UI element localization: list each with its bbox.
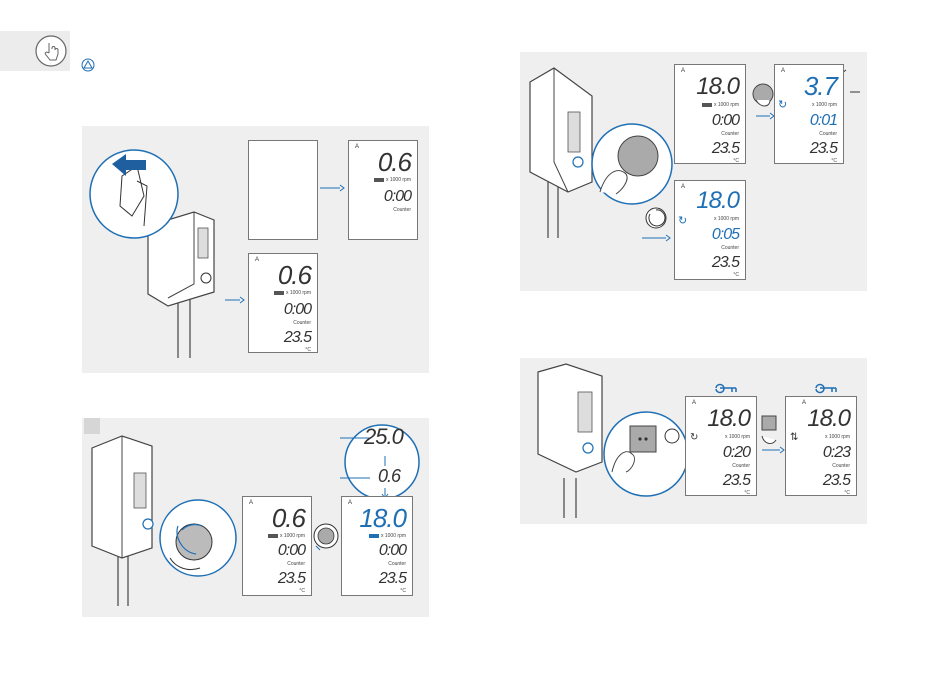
- speed-value: 18.0: [696, 73, 740, 100]
- temp-value: 23.5: [283, 329, 312, 346]
- temp-value: 23.5: [277, 570, 306, 587]
- device-illustration: [89, 149, 345, 358]
- lcd-display: A 18.0 x 1000 rpm 0:20 Counter 23.5 °C: [685, 396, 757, 496]
- rotate-icon: ↻: [778, 99, 788, 111]
- speed-value: 0.6: [271, 503, 306, 533]
- rpm-unit: x 1000 rpm: [713, 102, 739, 108]
- speed-value: 0.6: [277, 260, 312, 290]
- counter-label: Counter: [388, 561, 406, 567]
- lcd-a-label: A: [681, 68, 686, 74]
- counter-label: Counter: [721, 245, 739, 251]
- counter-value: 0:23: [822, 444, 851, 461]
- temp-unit: °C: [400, 588, 406, 594]
- lcd-a-label: A: [255, 257, 260, 263]
- counter-value: 0:00: [283, 301, 312, 318]
- counter-value: 0:00: [378, 542, 407, 559]
- speed-value: 18.0: [807, 405, 851, 432]
- rpm-unit: x 1000 rpm: [724, 434, 750, 440]
- counter-value: 0:01: [809, 112, 838, 129]
- speed-value: 18.0: [707, 405, 751, 432]
- temp-value: 23.5: [711, 140, 740, 157]
- temp-unit: °C: [831, 158, 837, 164]
- temp-unit: °C: [844, 490, 850, 496]
- temp-value: 23.5: [809, 140, 838, 157]
- counter-label: Counter: [732, 463, 750, 469]
- speed-value: 18.0: [696, 187, 740, 214]
- lcd-display: A 18.0 x 1000 rpm 0:00 Counter 23.5 °C: [674, 64, 746, 164]
- lcd-a-label: A: [781, 68, 786, 74]
- lcd-display: A 18.0 x 1000 rpm 0:23 Counter 23.5 °C: [785, 396, 857, 496]
- counter-value: 0:20: [722, 444, 751, 461]
- counter-label: Counter: [287, 561, 305, 567]
- device-illustration: [91, 424, 420, 606]
- temp-value: 23.5: [711, 254, 740, 271]
- counter-label: Counter: [293, 320, 311, 326]
- temp-unit: °C: [733, 158, 739, 164]
- rpm-unit: x 1000 rpm: [385, 177, 411, 183]
- counter-value: 0:00: [711, 112, 740, 129]
- counter-label: Counter: [721, 131, 739, 137]
- speed-value: 18.0: [359, 503, 407, 533]
- touch-icon: [35, 35, 67, 67]
- lcd-a-label: A: [681, 184, 686, 190]
- counter-value: 0:05: [711, 226, 740, 243]
- step-marker: [84, 418, 100, 434]
- counter-value: 0:00: [383, 188, 412, 205]
- lcd-a-label: A: [348, 500, 353, 506]
- counter-label: Counter: [393, 207, 411, 213]
- temp-unit: °C: [299, 588, 305, 594]
- rotate-icon: ↻: [690, 432, 699, 443]
- rotate-icon: ↻: [678, 215, 688, 227]
- rpm-unit: x 1000 rpm: [285, 290, 311, 296]
- lcd-blank: [248, 140, 318, 240]
- rpm-unit: x 1000 rpm: [811, 102, 837, 108]
- lcd-display: A 3.7 x 1000 rpm 0:01 Counter 23.5 °C: [774, 64, 844, 164]
- lcd-a-label: A: [355, 144, 360, 150]
- temp-value: 23.5: [822, 472, 851, 489]
- lcd-display: A 0.6 x 1000 rpm 0:00 Counter 23.5 °C: [248, 253, 318, 353]
- counter-value: 0:00: [277, 542, 306, 559]
- device-illustration: [529, 67, 860, 242]
- counter-label: Counter: [819, 131, 837, 137]
- speed-value: 3.7: [803, 71, 838, 101]
- temp-unit: °C: [733, 272, 739, 278]
- lcd-a-label: A: [692, 400, 697, 406]
- rotate-icon: ⇅: [790, 432, 799, 443]
- lcd-display: A 0.6 x 1000 rpm 0:00 Counter 23.5 °C: [242, 496, 312, 596]
- temp-unit: °C: [305, 347, 311, 353]
- temp-value: 23.5: [378, 570, 407, 587]
- rpm-unit: x 1000 rpm: [713, 216, 739, 222]
- callout-top-value: 25.0: [364, 424, 404, 449]
- rpm-unit: x 1000 rpm: [824, 434, 850, 440]
- lcd-display: A 18.0 x 1000 rpm 0:00 Counter 23.5 °C: [341, 496, 413, 596]
- rpm-unit: x 1000 rpm: [279, 533, 305, 539]
- lcd-display: A 0.6 x 1000 rpm 0:00 Counter: [348, 140, 418, 240]
- lcd-a-label: A: [802, 400, 807, 406]
- lcd-display: A 18.0 x 1000 rpm 0:05 Counter 23.5 °C: [674, 180, 746, 280]
- warning-icon: [81, 58, 95, 72]
- callout-bottom-value: 0.6: [378, 466, 401, 486]
- speed-value: 0.6: [377, 147, 412, 177]
- temp-value: 23.5: [722, 472, 751, 489]
- counter-label: Counter: [832, 463, 850, 469]
- rpm-unit: x 1000 rpm: [380, 533, 406, 539]
- lcd-a-label: A: [249, 500, 254, 506]
- temp-unit: °C: [744, 490, 750, 496]
